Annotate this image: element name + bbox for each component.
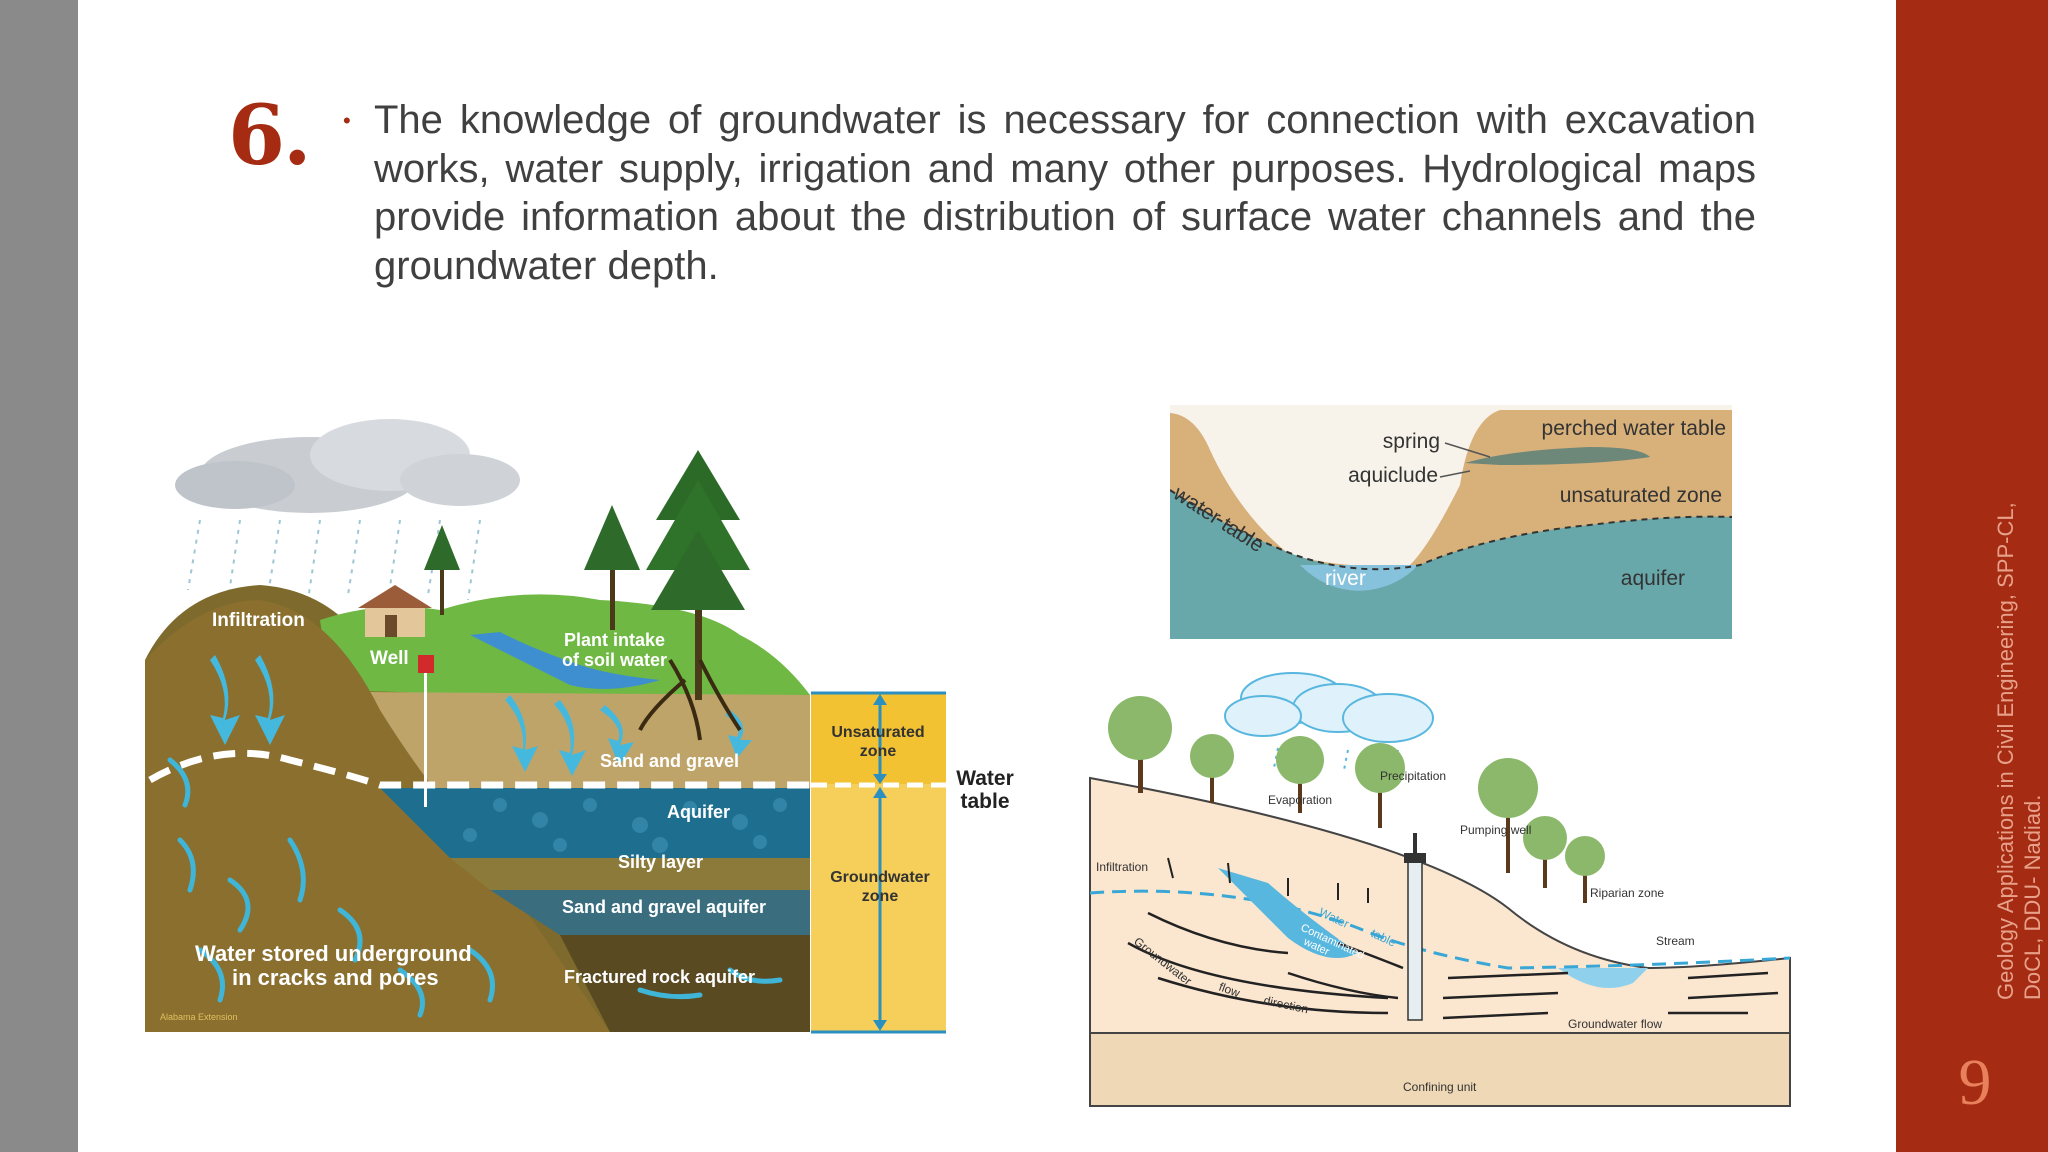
house-icon <box>358 585 432 637</box>
rain-clouds-icon <box>1224 672 1434 743</box>
label-confining-unit: Confining unit <box>1403 1080 1477 1094</box>
label-stored-1: Water stored underground <box>195 941 472 966</box>
label-stored-2: in cracks and pores <box>232 965 439 990</box>
label-water-table-2: table <box>960 790 1009 813</box>
label-stream: Stream <box>1656 934 1695 948</box>
label-well: Well <box>370 648 409 669</box>
left-side-bar <box>0 0 78 1152</box>
label-gw-flow-direction-2: flow <box>1217 980 1242 1001</box>
label-groundwater-zone-2: zone <box>862 888 899 905</box>
label-riparian-zone: Riparian zone <box>1590 886 1664 900</box>
pumping-well-icon <box>1404 833 1426 1021</box>
label-aquifer: aquifer <box>1621 567 1685 590</box>
label-groundwater-flow: Groundwater flow <box>1568 1017 1662 1031</box>
label-infiltration: Infiltration <box>1096 860 1148 874</box>
label-unsaturated-zone: unsaturated zone <box>1560 484 1722 507</box>
perched-water-table-diagram: spring aquiclude perched water table uns… <box>1170 405 1732 639</box>
label-plant-intake-1: Plant intake <box>564 630 665 650</box>
label-pumping-well: Pumping well <box>1460 823 1531 837</box>
right-side-bar <box>1896 0 2048 1152</box>
label-river: river <box>1325 567 1366 590</box>
label-evaporation: Evaporation <box>1268 793 1332 807</box>
label-groundwater-zone-1: Groundwater <box>830 869 930 886</box>
well-icon <box>418 655 434 807</box>
label-perched-water-table: perched water table <box>1542 417 1726 440</box>
rain-cloud-icon <box>175 419 520 601</box>
slide-number: 6. <box>228 88 312 184</box>
label-water-table-1: Water <box>956 767 1014 790</box>
tree-icons <box>1108 696 1605 903</box>
label-sand-gravel-aquifer: Sand and gravel aquifer <box>562 897 766 917</box>
label-plant-intake-2: of soil water <box>562 650 667 670</box>
groundwater-flow-diagram: Precipitation Evaporation Pumping well I… <box>1089 672 1791 1107</box>
label-spring: spring <box>1383 430 1440 453</box>
tree-icons <box>424 450 750 741</box>
label-unsaturated-2: zone <box>860 743 897 760</box>
groundwater-zones-illustration: Infiltration Well Plant intake of soil w… <box>145 419 1014 1034</box>
label-precipitation: Precipitation <box>1380 769 1446 783</box>
label-sand-gravel: Sand and gravel <box>600 751 739 771</box>
label-infiltration: Infiltration <box>212 610 305 631</box>
label-unsaturated-1: Unsaturated <box>831 724 924 741</box>
label-fractured-rock: Fractured rock aquifer <box>564 967 755 987</box>
label-aquifer: Aquifer <box>667 802 730 822</box>
label-silty-layer: Silty layer <box>618 852 703 872</box>
label-aquiclude: aquiclude <box>1348 464 1438 487</box>
body-paragraph: The knowledge of groundwater is necessar… <box>374 98 1756 288</box>
footer-text: Geology Applications in Civil Engineerin… <box>1993 502 2045 1000</box>
label-credit: Alabama Extension <box>160 1012 238 1022</box>
bullet-marker: • <box>343 108 351 133</box>
page-number: 9 <box>1958 1046 1992 1119</box>
